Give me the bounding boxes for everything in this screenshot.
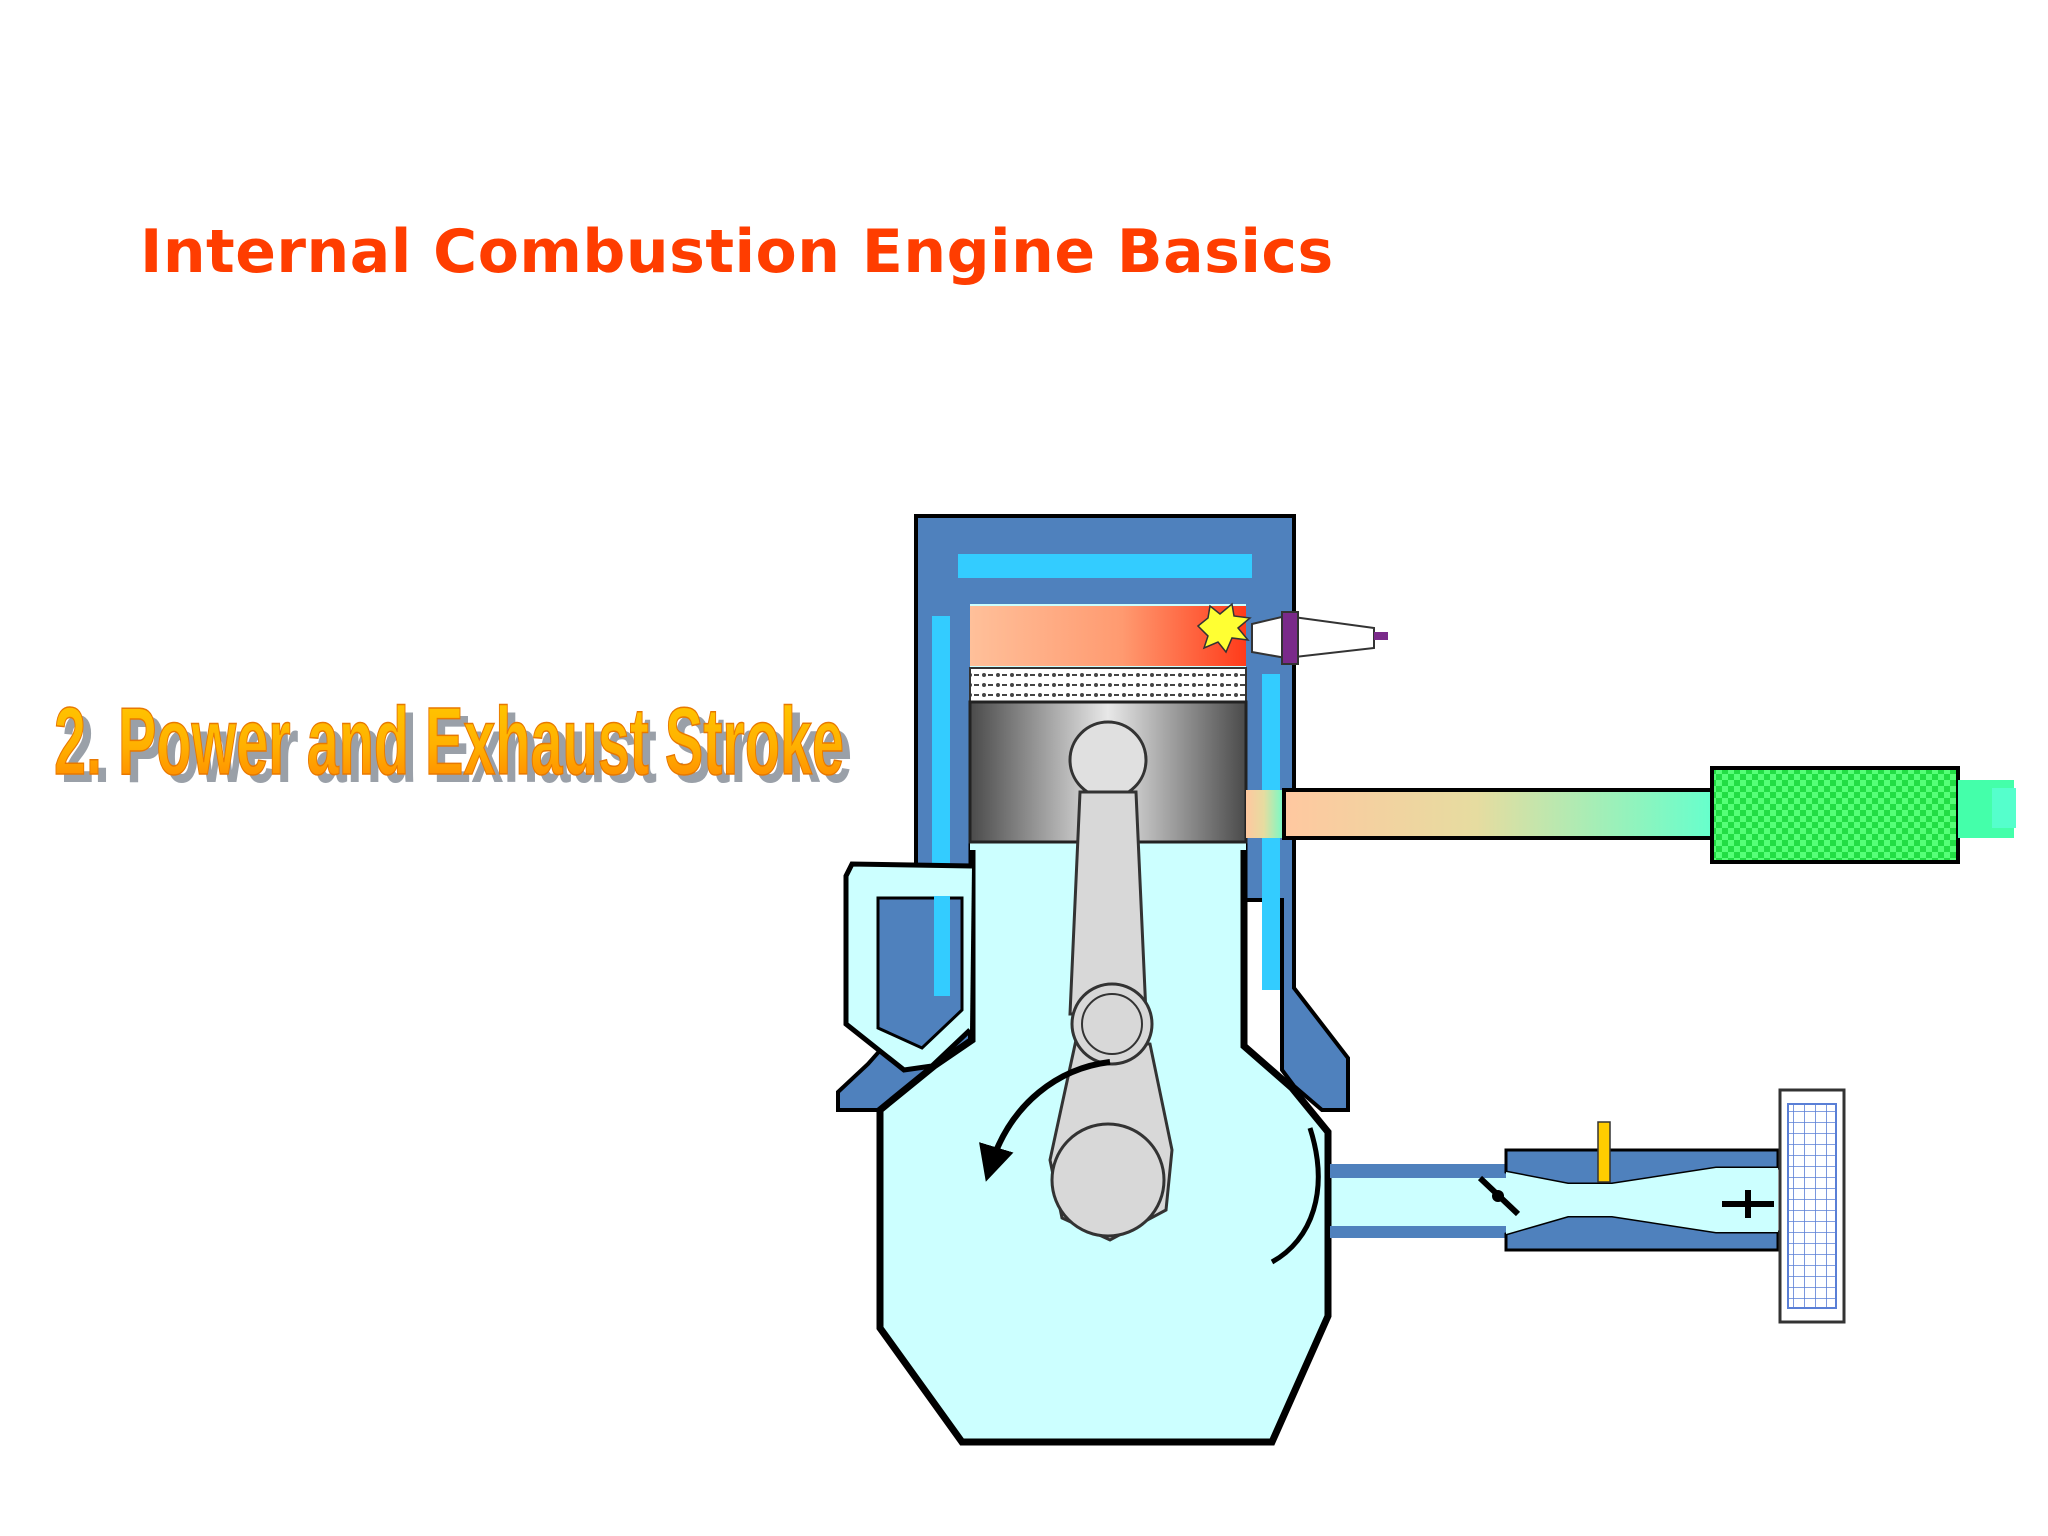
fuel-jet xyxy=(1597,1121,1611,1183)
throttle-shaft xyxy=(1492,1190,1504,1202)
intake-pipe-bottom-wall xyxy=(1330,1226,1510,1238)
rotation-arrow-icon xyxy=(979,1059,1111,1182)
spark-burst-icon xyxy=(1196,602,1252,654)
muffler xyxy=(1710,766,1960,864)
exhaust-pipe xyxy=(1282,788,1714,840)
tailpipe-tip xyxy=(1992,788,2016,828)
crankshaft-assembly xyxy=(1048,790,1174,1242)
air-filter-element xyxy=(1787,1103,1837,1309)
stroke-subtitle: 2. Power and Exhaust Stroke 2. Power and… xyxy=(53,687,852,803)
crank-main-bearing xyxy=(1050,1122,1166,1238)
exhaust-system xyxy=(1246,766,2016,864)
crank-pin-inner xyxy=(1081,993,1143,1055)
connecting-rod xyxy=(1068,790,1148,1016)
wrist-pin xyxy=(1068,720,1148,800)
spark-plug-body xyxy=(1251,614,1375,660)
venturi xyxy=(1506,1168,1778,1234)
combustion-chamber xyxy=(970,606,1246,666)
stroke-subtitle-text: 2. Power and Exhaust Stroke xyxy=(54,688,844,795)
slide-title: Internal Combustion Engine Basics xyxy=(140,217,1334,287)
intake-pipe-top-wall xyxy=(1330,1164,1510,1178)
exhaust-port xyxy=(1246,790,1286,838)
piston-rings xyxy=(969,667,1247,703)
spark-plug xyxy=(1196,602,1388,665)
spark-plug-nut xyxy=(1281,611,1299,665)
intake-system xyxy=(1328,1088,1846,1324)
stroke-subtitle-shadow: 2. Power and Exhaust Stroke xyxy=(62,696,852,803)
transfer-port-coolant xyxy=(934,896,950,996)
flow-arrow-icon xyxy=(1270,1127,1321,1265)
spark-plug-terminal xyxy=(1374,632,1388,640)
coolant-jacket-head xyxy=(958,554,1252,578)
